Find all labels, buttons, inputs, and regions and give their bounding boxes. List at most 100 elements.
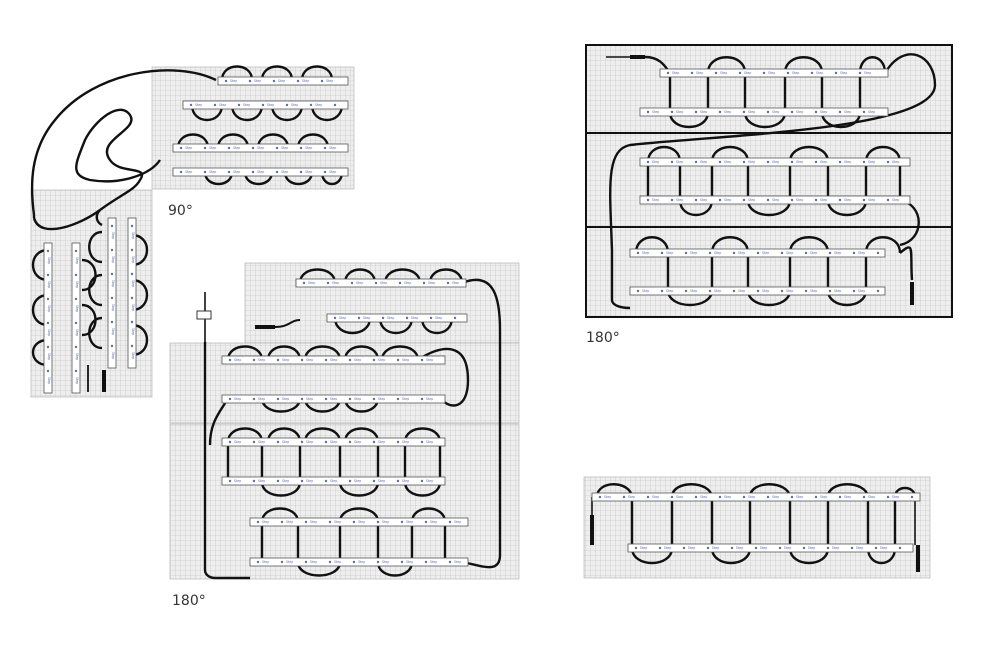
strip-label: Step	[748, 160, 755, 164]
strip-dot	[372, 440, 376, 444]
strip-dot	[646, 198, 650, 202]
strip-dot	[802, 546, 806, 550]
strip-dot	[372, 479, 376, 483]
strip-dot	[862, 160, 866, 164]
strip-dot	[381, 316, 385, 320]
strip-label: Step	[844, 495, 851, 499]
heating-cable	[634, 236, 902, 307]
strip-dot	[420, 440, 424, 444]
strip-dot	[320, 79, 324, 83]
strip-label: Step	[792, 71, 799, 75]
strip-dot	[348, 440, 352, 444]
strip-dot	[660, 251, 664, 255]
strip-label: Step	[262, 560, 269, 564]
strip-label: Step	[844, 110, 851, 114]
strip-dot	[636, 251, 640, 255]
strip-dot	[396, 440, 400, 444]
strip-dot	[666, 71, 670, 75]
strip-dot	[74, 273, 78, 277]
strip-dot	[718, 110, 722, 114]
strip-dot	[323, 146, 327, 150]
strip-dot	[682, 546, 686, 550]
strip-dot	[352, 520, 356, 524]
strip-label: Step	[185, 146, 192, 150]
strip-dot	[74, 321, 78, 325]
strip-label: Step	[892, 160, 899, 164]
strip-dot	[350, 281, 354, 285]
strip-dot	[424, 520, 428, 524]
strip-dot	[300, 440, 304, 444]
strip-dot	[396, 479, 400, 483]
strip-dot	[328, 560, 332, 564]
strip-dot	[694, 110, 698, 114]
fixing-strip	[639, 157, 911, 167]
strip-dot	[304, 560, 308, 564]
strip-label: Step	[306, 397, 313, 401]
fixing-strip	[71, 242, 81, 394]
strip-label: Step	[784, 546, 791, 550]
strip-dot	[886, 160, 890, 164]
strip-label: Step	[258, 440, 265, 444]
heating-cable	[203, 342, 250, 580]
strip-dot	[786, 71, 790, 75]
strip-dot	[328, 520, 332, 524]
strip-label: Step	[131, 232, 135, 239]
fixing-strip	[43, 242, 53, 394]
strip-dot	[276, 397, 280, 401]
strip-dot	[646, 110, 650, 114]
strip-label: Step	[282, 479, 289, 483]
strip-dot	[251, 170, 255, 174]
mat-panel	[585, 226, 953, 318]
strip-dot	[203, 170, 207, 174]
angle-label: 180°	[172, 593, 206, 609]
strip-label: Step	[772, 198, 779, 202]
strip-dot	[228, 440, 232, 444]
heating-cable	[176, 133, 344, 186]
strip-dot	[422, 281, 426, 285]
strip-dot	[326, 281, 330, 285]
strip-dot	[670, 160, 674, 164]
strip-dot	[670, 110, 674, 114]
strip-label: Step	[330, 397, 337, 401]
strip-label: Step	[810, 289, 817, 293]
strip-dot	[790, 495, 794, 499]
strip-dot	[252, 440, 256, 444]
strip-dot	[850, 546, 854, 550]
strip-label: Step	[786, 289, 793, 293]
strip-label: Step	[282, 358, 289, 362]
strip-label: Step	[868, 198, 875, 202]
strip-dot	[276, 479, 280, 483]
strip-label: Step	[430, 560, 437, 564]
strip-dot	[74, 369, 78, 373]
strip-label: Step	[286, 560, 293, 564]
strip-dot	[766, 110, 770, 114]
strip-dot	[372, 358, 376, 362]
strip-dot	[130, 344, 134, 348]
strip-dot	[348, 479, 352, 483]
strip-label: Step	[820, 160, 827, 164]
strip-label: Step	[796, 160, 803, 164]
strip-label: Step	[810, 251, 817, 255]
strip-label: Step	[402, 440, 409, 444]
strip-dot	[708, 251, 712, 255]
heating-cable	[595, 483, 917, 565]
strip-label: Step	[714, 251, 721, 255]
strip-label: Step	[47, 257, 51, 264]
strip-dot	[110, 320, 114, 324]
strip-dot	[224, 79, 228, 83]
strip-dot	[46, 369, 50, 373]
strip-dot	[684, 289, 688, 293]
fixing-strip	[217, 76, 349, 86]
strip-dot	[742, 198, 746, 202]
strip-dot	[357, 316, 361, 320]
strip-label: Step	[111, 328, 115, 335]
strip-label: Step	[772, 160, 779, 164]
strip-label: Step	[642, 251, 649, 255]
strip-label: Step	[258, 479, 265, 483]
strip-label: Step	[844, 160, 851, 164]
strip-label: Step	[281, 170, 288, 174]
strip-dot	[228, 358, 232, 362]
